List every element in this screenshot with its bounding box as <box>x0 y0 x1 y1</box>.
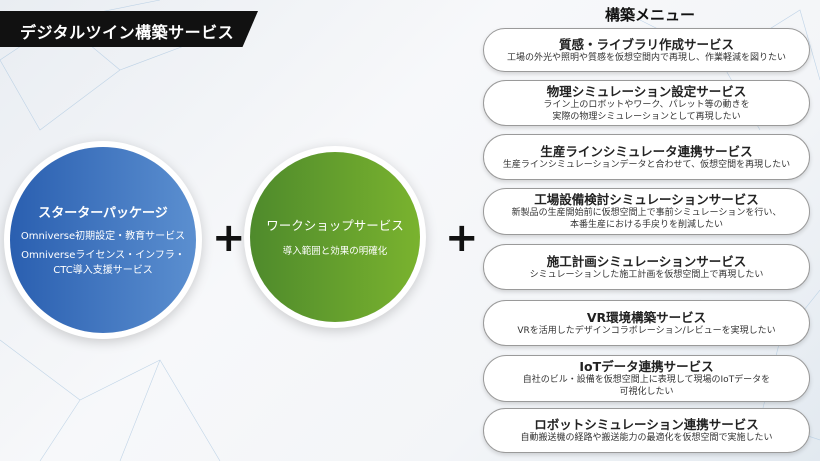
menu-item-desc: 新製品の生産開始前に仮想空間上で事前シミュレーションを行い、 <box>511 208 782 218</box>
menu-item-robot-simulation: ロボットシミュレーション連携サービス 自動搬送機の経路や搬送能力の最適化を仮想空… <box>483 408 810 453</box>
starter-line: Omniverseライセンス・インフラ・ <box>21 250 185 261</box>
menu-item-desc: シミュレーションした施工計画を仮想空間上で再現したい <box>529 269 764 280</box>
menu-item-desc: VRを活用したデザインコラボレーション/レビューを実現したい <box>517 325 776 336</box>
menu-item-title: IoTデータ連携サービス <box>579 359 714 374</box>
menu-item-title: 施工計画シミュレーションサービス <box>546 253 747 269</box>
workshop-circle: ワークショップサービス 導入範囲と効果の明確化 <box>250 152 420 322</box>
menu-item-texture-library: 質感・ライブラリ作成サービス 工場の外光や照明や質感を仮想空間内で再現し、作業軽… <box>483 28 810 72</box>
menu-title: 構築メニュー <box>604 6 695 24</box>
menu-item-title: 生産ラインシミュレータ連携サービス <box>540 143 753 159</box>
menu-item-title: 質感・ライブラリ作成サービス <box>558 36 734 52</box>
starter-title: スターターパッケージ <box>38 206 168 221</box>
workshop-desc: 導入範囲と効果の明確化 <box>282 246 388 257</box>
menu-item-desc: 自社のビル・設備を仮想空間上に表現して現場のIoTデータを <box>522 375 771 385</box>
plus-icon: + <box>212 215 246 261</box>
menu-item-title: 物理シミュレーション設定サービス <box>546 83 747 99</box>
workshop-title: ワークショップサービス <box>266 218 404 233</box>
starter-line: Omniverse初期設定・教育サービス <box>20 231 186 242</box>
menu-item-desc: 生産ラインシミュレーションデータと合わせて、仮想空間を再現したい <box>502 159 791 170</box>
menu-item-desc: 工場の外光や照明や質感を仮想空間内で再現し、作業軽減を図りたい <box>506 52 786 63</box>
page-title-banner: デジタルツイン構築サービス <box>0 11 258 47</box>
menu-item-desc: ライン上のロボットやワーク、パレット等の動きを <box>543 99 750 110</box>
menu-item-construction-plan: 施工計画シミュレーションサービス シミュレーションした施工計画を仮想空間上で再現… <box>483 244 810 290</box>
menu-item-vr: VR環境構築サービス VRを活用したデザインコラボレーション/レビューを実現した… <box>483 300 810 346</box>
menu-item-desc: 自動搬送機の経路や搬送能力の最適化を仮想空間で実施したい <box>520 433 773 443</box>
starter-package-circle: スターターパッケージ Omniverse初期設定・教育サービス Omnivers… <box>10 147 196 333</box>
menu-item-desc: 実際の物理シミュレーションとして再現したい <box>552 111 741 122</box>
menu-item-physics-simulation: 物理シミュレーション設定サービス ライン上のロボットやワーク、パレット等の動きを… <box>483 80 810 126</box>
menu-item-factory-equipment: 工場設備検討シミュレーションサービス 新製品の生産開始前に仮想空間上で事前シミュ… <box>483 188 810 235</box>
starter-line: CTC導入支援サービス <box>53 265 153 276</box>
menu-item-desc: 可視化したい <box>619 387 674 397</box>
menu-item-title: 工場設備検討シミュレーションサービス <box>534 192 759 207</box>
menu-item-iot: IoTデータ連携サービス 自社のビル・設備を仮想空間上に表現して現場のIoTデー… <box>483 355 810 402</box>
menu-item-title: ロボットシミュレーション連携サービス <box>534 417 759 432</box>
menu-item-desc: 本番生産における手戻りを削減したい <box>569 220 723 230</box>
plus-icon: + <box>445 215 479 261</box>
menu-item-title: VR環境構築サービス <box>586 309 707 325</box>
menu-item-production-line: 生産ラインシミュレータ連携サービス 生産ラインシミュレーションデータと合わせて、… <box>483 134 810 180</box>
